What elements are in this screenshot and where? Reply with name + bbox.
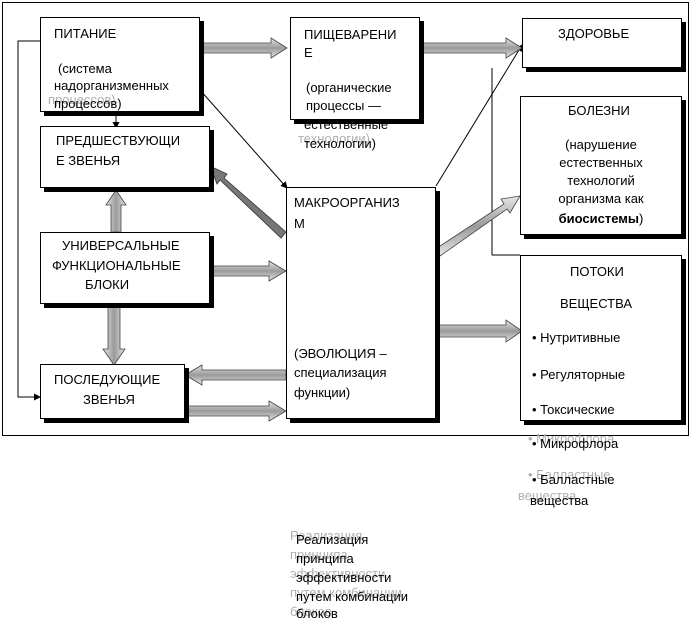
diseases-title: БОЛЕЗНИ [568, 103, 630, 118]
nutrition-box [40, 17, 200, 112]
block-arrow-macro-preceding [209, 165, 287, 239]
digestion-sub3: естественные [304, 117, 389, 132]
health-title: ЗДОРОВЬЕ [558, 26, 630, 41]
digestion-title-1: ПИЩЕВАРЕНИ [304, 27, 397, 42]
principle-ghost-5: блоков [290, 604, 332, 619]
preceding-line-2: Е ЗВЕНЬЯ [56, 153, 121, 168]
diseases-sub4: организма как [558, 191, 644, 206]
nutrition-sub3: процессов) [54, 96, 122, 111]
principle-line-1: Реализация [296, 532, 369, 547]
digestion-box [290, 17, 420, 120]
connector-nutrition-macro [199, 89, 288, 189]
preceding-line-1: ПРЕДШЕСТВУЮЩИ [56, 133, 181, 148]
macro-sub1: (ЭВОЛЮЦИЯ – [294, 346, 387, 361]
diseases-sub1: (нарушение [565, 137, 637, 152]
principle-line-3: эффективности [296, 570, 392, 585]
principle-ghost-3: эффективности [290, 566, 386, 581]
macro-sub2: специализация [294, 365, 387, 380]
principle-ghost-4: путем комбинации [290, 585, 403, 600]
nutrition-title: ПИТАНИЕ [54, 26, 117, 41]
digestion-ghost-text: технологии) [298, 131, 370, 146]
macro-sub3: функции) [294, 385, 351, 400]
block-arrow-universal-following [102, 305, 126, 366]
flows-item-ballast-tail: вещества [530, 493, 589, 508]
diseases-sub2: естественных [559, 155, 643, 170]
flows-ghost-tail: вещества [518, 488, 577, 503]
diseases-box [520, 96, 682, 235]
diseases-sub5: биосистемы) [520, 211, 682, 227]
block-arrow-following-macro [185, 400, 287, 422]
block-arrow-universal-preceding [105, 189, 127, 233]
nutrition-ghost-text: процессов) [48, 92, 116, 107]
flows-item-toxic: Токсические [532, 402, 614, 418]
loop-connector [17, 40, 41, 401]
principle-line-4: путем комбинации [296, 589, 409, 604]
block-arrow-nutrition-digestion [200, 37, 288, 59]
macro-title-2: М [294, 216, 305, 231]
macro-box [286, 187, 436, 419]
principle-line-2: принципа [296, 551, 354, 566]
digestion-sub1: (органические [306, 80, 392, 95]
block-arrow-macro-diseases [436, 195, 521, 257]
universal-line-1: УНИВЕРСАЛЬНЫЕ [62, 238, 180, 253]
universal-line-2: ФУНКЦИОНАЛЬНЫЕ [52, 258, 181, 273]
diagram-frame [2, 2, 689, 436]
preceding-box [40, 126, 210, 188]
macro-title-1: МАКРООРГАНИЗ [294, 195, 400, 210]
flows-item-regulatory: Регуляторные [532, 367, 625, 383]
connector-macro-health [435, 44, 523, 187]
diseases-bold: биосистемы [558, 211, 640, 226]
following-box [40, 364, 185, 419]
block-arrow-digestion-health [419, 37, 523, 59]
block-arrow-macro-following [184, 364, 287, 386]
nutrition-sub1: (система [58, 61, 112, 76]
universal-line-3: БЛОКИ [85, 277, 130, 292]
principle-ghost-1: Реализация [290, 528, 363, 543]
flows-item-ballast: Балластные [532, 472, 614, 488]
block-arrow-macro-flows [436, 319, 523, 343]
principle-line-5: блоков [296, 606, 338, 621]
block-arrow-universal-macro [210, 260, 287, 282]
digestion-title-2: Е [304, 45, 313, 60]
health-box [522, 18, 682, 68]
universal-box [40, 232, 210, 304]
principle-ghost-2: принципа [290, 547, 348, 562]
flows-item-microflora: Микрофлора [532, 436, 618, 452]
flows-title-1: ПОТОКИ [570, 264, 624, 279]
nutrition-sub2: надорганизменных [54, 78, 169, 93]
diseases-paren: ) [639, 211, 644, 226]
diseases-sub3: технологий [567, 173, 635, 188]
flows-item-nutritive: Нутритивные [532, 330, 620, 346]
following-line-2: ЗВЕНЬЯ [83, 392, 135, 407]
flows-title-2: ВЕЩЕСТВА [560, 296, 633, 311]
following-line-1: ПОСЛЕДУЮЩИЕ [54, 372, 161, 387]
digestion-sub2: процессы — [306, 98, 381, 113]
digestion-sub4: технологии) [304, 136, 376, 151]
